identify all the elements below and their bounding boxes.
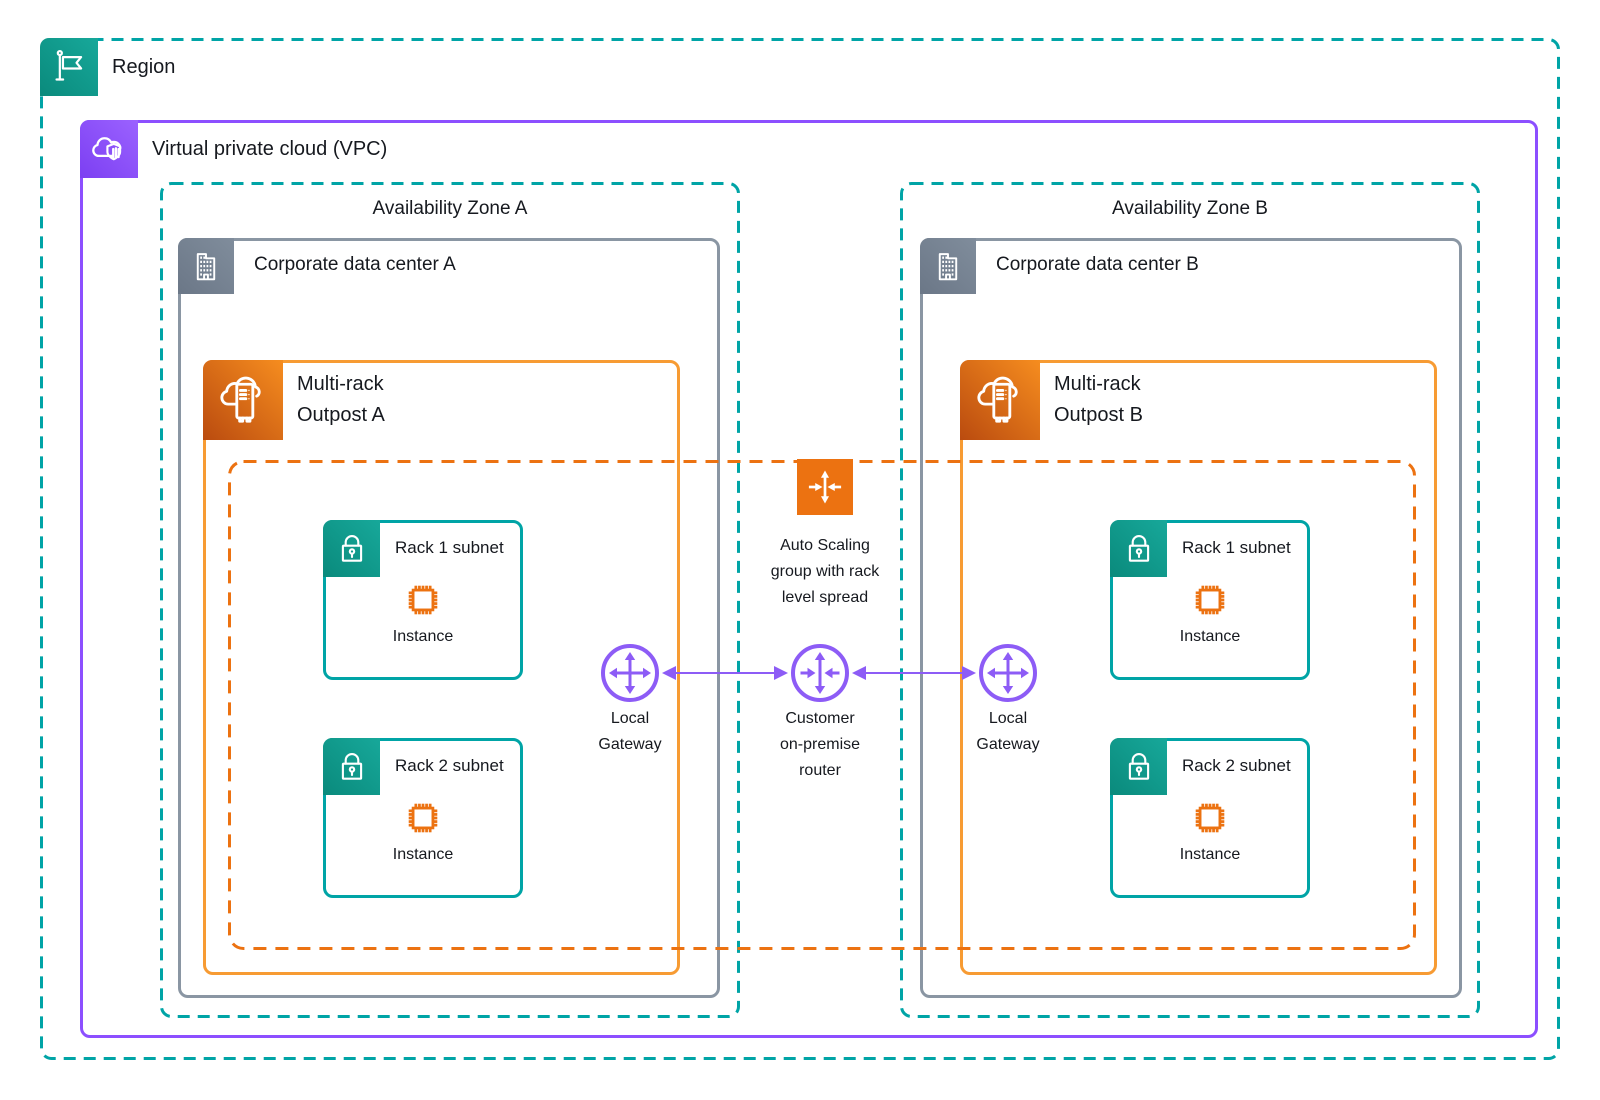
instance-label: Instance (1179, 628, 1241, 645)
data-center-a-badge (178, 238, 234, 294)
customer-router-label: Customer on-premise router (779, 710, 861, 779)
vpc-label: Virtual private cloud (VPC) (152, 138, 388, 160)
rack1-subnet-b-badge (1110, 520, 1167, 577)
rack1-subnet-a-label: Rack 1 subnet (395, 538, 504, 557)
rack1-subnet-b-label: Rack 1 subnet (1182, 538, 1291, 557)
local-gateway-b-icon (979, 644, 1037, 702)
rack2-subnet-b-label: Rack 2 subnet (1182, 756, 1291, 775)
instance-chip-icon (408, 803, 438, 833)
rack2-subnet-b-badge (1110, 738, 1167, 795)
customer-router-icon (791, 644, 849, 702)
building-icon (196, 253, 216, 281)
instance-chip-icon (408, 585, 438, 615)
rack2-subnet-a-label: Rack 2 subnet (395, 756, 504, 775)
outpost-a-box (203, 360, 680, 975)
instance-chip-icon (1195, 585, 1225, 615)
az-a-label: Availability Zone A (372, 198, 528, 219)
local-gateway-a-icon (601, 644, 659, 702)
vpc-cloud-shield-icon (92, 137, 122, 161)
local-gateway-a-label: Local Gateway (598, 710, 662, 753)
outpost-icon (977, 376, 1018, 423)
region-flag-icon (55, 49, 83, 81)
lock-icon (1128, 534, 1149, 562)
lock-icon (341, 752, 362, 780)
building-icon (938, 253, 958, 281)
data-center-b-badge (920, 238, 976, 294)
az-b-label: Availability Zone B (1112, 198, 1268, 219)
vpc-box (80, 120, 1538, 1038)
vpc-badge (80, 120, 138, 178)
lock-icon (341, 534, 362, 562)
autoscaling-badge (797, 459, 853, 515)
region-label: Region (112, 56, 176, 78)
az-b-border (900, 182, 1480, 1018)
data-center-a-box (178, 238, 720, 998)
instance-label: Instance (392, 628, 454, 645)
outpost-b-box (960, 360, 1437, 975)
instance-label: Instance (1179, 846, 1241, 863)
rack1-subnet-a-badge (323, 520, 380, 577)
data-center-b-label: Corporate data center B (996, 254, 1199, 275)
outpost-a-badge (203, 360, 283, 440)
autoscaling-icon (808, 470, 842, 504)
lock-icon (1128, 752, 1149, 780)
az-a-border (160, 182, 740, 1018)
outpost-icon (220, 376, 261, 423)
data-center-b-box (920, 238, 1462, 998)
outpost-b-label: Multi-rack Outpost B (1054, 373, 1143, 426)
data-center-a-label: Corporate data center A (254, 254, 456, 275)
instance-label: Instance (392, 846, 454, 863)
rack2-subnet-a-badge (323, 738, 380, 795)
autoscaling-label: Auto Scaling group with rack level sprea… (770, 537, 880, 606)
region-badge (40, 38, 98, 96)
instance-chip-icon (1195, 803, 1225, 833)
outpost-a-label: Multi-rack Outpost A (297, 373, 385, 426)
region-border (40, 38, 1560, 1060)
outpost-b-badge (960, 360, 1040, 440)
local-gateway-b-label: Local Gateway (976, 710, 1040, 753)
